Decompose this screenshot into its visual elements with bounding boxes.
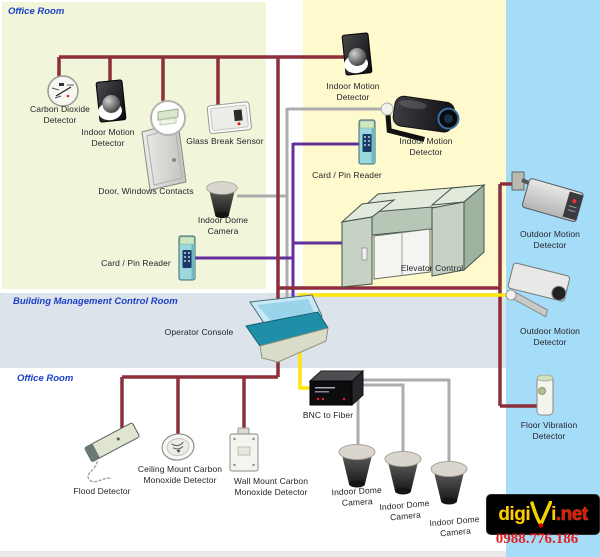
floor-vibration-detector-label: Floor Vibration Detector [520,420,578,442]
indoor-motion-detector-left-icon [94,79,127,123]
card-pin-reader-tr-label: Card / Pin Reader [312,170,382,180]
outdoor-motion-detector-1-label: Outdoor Motion Detector [520,229,580,251]
region-office-room-top [2,2,266,289]
logo-text-i: i [551,503,556,525]
operator-console-label: Operator Console [164,327,234,337]
floor-vibration-detector-icon [536,374,554,416]
indoor-motion-detector-bullet-label: Indoor Motion Detector [399,136,453,158]
digivi-logo: digi i .net [486,494,600,535]
indoor-dome-camera-top-label: Indoor Dome Camera [197,215,249,237]
wall-co-detector-icon [229,427,259,472]
indoor-motion-detector-bullet-icon [380,95,460,142]
elevator-control-icon [340,183,486,288]
elevator-control-label: Elevator Control [400,263,464,273]
flood-detector-label: Flood Detector [73,486,131,496]
carbon-dioxide-detector-label: Carbon Dioxide Detector [30,104,90,126]
indoor-motion-detector-tr-label: Indoor Motion Detector [326,81,380,103]
logo-text-digi: digi [498,503,531,525]
phone-number: 0988.776.186 [495,531,579,547]
bnc-to-fiber-icon [308,369,365,407]
card-pin-reader-left-icon [178,235,196,281]
ceiling-co-detector-label: Ceiling Mount Carbon Monoxide Detector [137,464,223,486]
door-windows-contacts-label: Door, Windows Contacts [98,186,194,196]
flood-detector-icon [84,422,140,483]
bnc-to-fiber-label: BNC to Fiber [302,410,354,420]
logo-text-net: .net [555,503,588,525]
region-bottom-strip [0,551,506,557]
office-room-top-title: Office Room [8,6,65,17]
wire-camera-dome2 [350,383,405,457]
card-pin-reader-tr-icon [358,119,376,165]
logo-v-swoosh-icon [530,501,553,528]
outdoor-motion-detector-1-icon [511,171,584,223]
outdoor-motion-detector-2-label: Outdoor Motion Detector [520,326,580,348]
control-room-title: Building Management Control Room [13,296,178,307]
glass-break-sensor-label: Glass Break Sensor [186,136,264,146]
detector-wires [57,55,538,436]
outdoor-motion-detector-2-icon [505,262,571,318]
wall-co-detector-label: Wall Mount Carbon Monoxide Detector [233,476,309,498]
carbon-dioxide-detector-icon [47,75,79,107]
indoor-dome-camera-2-icon [384,451,422,495]
operator-console-icon [245,294,329,363]
wire-camera-dome3 [350,378,451,467]
ceiling-co-detector-icon [161,433,195,461]
indoor-motion-detector-left-label: Indoor Motion Detector [81,127,135,149]
door-windows-contacts-icon [141,100,187,191]
glass-break-sensor-icon [206,101,252,135]
card-pin-reader-left-label: Card / Pin Reader [101,258,171,268]
office-room-bottom-title: Office Room [17,373,74,384]
indoor-dome-camera-1-icon [338,444,376,488]
indoor-dome-camera-top-icon [206,181,238,219]
camera-wires [237,107,451,467]
indoor-motion-detector-tr-icon [340,32,373,76]
